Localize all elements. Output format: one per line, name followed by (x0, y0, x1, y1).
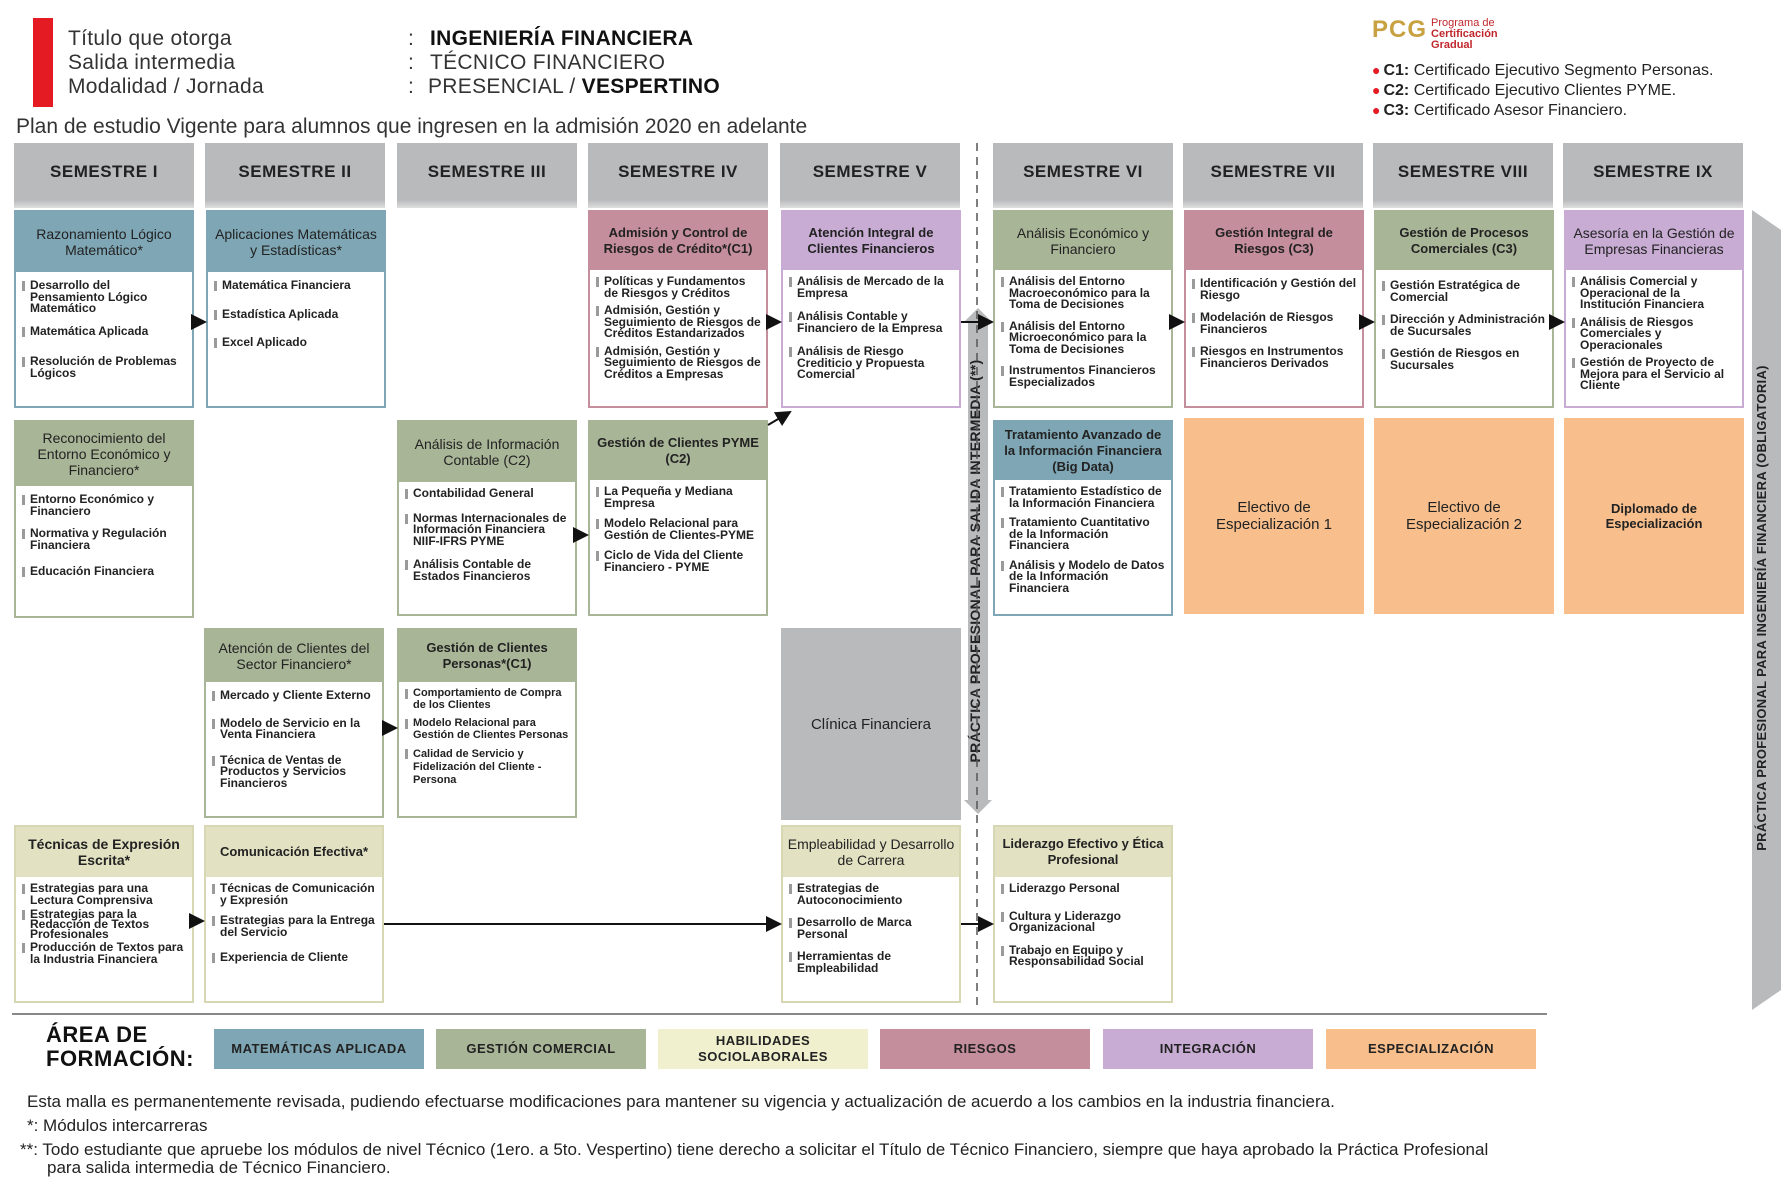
module-asesoria-gestion: Asesoría en la Gestión de Empresas Finan… (1564, 210, 1744, 408)
module-analisis-economico: Análisis Económico y Financiero Análisis… (993, 210, 1173, 408)
label-modalidad: Modalidad / Jornada (68, 75, 264, 98)
semester-header-8: SEMESTRE VIII (1373, 143, 1553, 208)
module-razonamiento-logico: Razonamiento Lógico Matemático* Desarrol… (14, 210, 194, 408)
practica-intermedia-band (968, 320, 988, 800)
semester-header-2: SEMESTRE II (205, 143, 385, 208)
semester-header-6: SEMESTRE VI (993, 143, 1173, 208)
footer-note-titulo-cont: para salida intermedia de Técnico Financ… (47, 1158, 391, 1177)
legend-especializacion: ESPECIALIZACIÓN (1326, 1029, 1536, 1069)
legend-integracion: INTEGRACIÓN (1103, 1029, 1313, 1069)
legend-divider (12, 1013, 1547, 1015)
bullet-icon: ● (1372, 102, 1381, 118)
elective-1: Electivo de Especialización 1 (1184, 418, 1364, 614)
module-gestion-procesos-comerciales: Gestión de Procesos Comerciales (C3) Ges… (1374, 210, 1554, 408)
elective-2: Electivo de Especialización 2 (1374, 418, 1554, 614)
diplomado: Diplomado de Especialización (1564, 418, 1744, 614)
colon: : (408, 51, 414, 74)
cert-c1: ●C1: Certificado Ejecutivo Segmento Pers… (1372, 62, 1714, 79)
practica-final-band (1752, 210, 1781, 1010)
module-reconocimiento-entorno: Reconocimiento del Entorno Económico y F… (14, 420, 194, 618)
module-empleabilidad: Empleabilidad y Desarrollo de Carrera Es… (781, 825, 961, 1003)
semester-header-9: SEMESTRE IX (1563, 143, 1743, 208)
module-big-data: Tratamiento Avanzado de la Información F… (993, 420, 1173, 616)
label-salida: Salida intermedia (68, 51, 236, 74)
module-tecnicas-expresion: Técnicas de Expresión Escrita* Estrategi… (14, 825, 194, 1003)
semester-header-3: SEMESTRE III (397, 143, 577, 208)
module-aplicaciones-matematicas: Aplicaciones Matemáticas y Estadísticas*… (206, 210, 386, 408)
module-gestion-integral-riesgos: Gestión Integral de Riesgos (C3) Identif… (1184, 210, 1364, 408)
footer-note-titulo: **: Todo estudiante que apruebe los módu… (20, 1140, 1489, 1159)
header-accent-bar (33, 18, 53, 107)
footer-note-intercarreras: *: Módulos intercarreras (27, 1116, 208, 1135)
bullet-icon: ● (1372, 82, 1381, 98)
module-gestion-clientes-personas: Gestión de Clientes Personas*(C1) Compor… (397, 628, 577, 818)
legend-riesgos: RIESGOS (880, 1029, 1090, 1069)
module-analisis-informacion-contable: Análisis de Información Contable (C2) Co… (397, 420, 577, 616)
module-atencion-integral: Atención Integral de Clientes Financiero… (781, 210, 961, 408)
pcg-logo-text: PCG (1372, 16, 1428, 43)
connector-arrows (189, 143, 1565, 1010)
bullet-icon: ● (1372, 62, 1381, 78)
module-gestion-clientes-pyme: Gestión de Clientes PYME (C2) La Pequeña… (588, 420, 768, 616)
cert-c3: ●C3: Certificado Asesor Financiero. (1372, 102, 1628, 119)
semester-header-7: SEMESTRE VII (1183, 143, 1363, 208)
colon: : (408, 27, 414, 50)
footer-note-revision: Esta malla es permanentemente revisada, … (27, 1092, 1335, 1111)
label-titulo: Título que otorga (68, 27, 232, 50)
cert-c2: ●C2: Certificado Ejecutivo Clientes PYME… (1372, 82, 1677, 99)
semester-header-5: SEMESTRE V (780, 143, 960, 208)
value-titulo: INGENIERÍA FINANCIERA (430, 27, 694, 50)
value-salida: TÉCNICO FINANCIERO (430, 51, 666, 74)
module-atencion-clientes-sector: Atención de Clientes del Sector Financie… (204, 628, 384, 818)
module-comunicacion-efectiva: Comunicación Efectiva* Técnicas de Comun… (204, 825, 384, 1003)
semester-header-4: SEMESTRE IV (588, 143, 768, 208)
semester-header-1: SEMESTRE I (14, 143, 194, 208)
legend-gestion-comercial: GESTIÓN COMERCIAL (436, 1029, 646, 1069)
colon: : (408, 75, 414, 98)
band-arrow-down-icon (964, 800, 992, 814)
module-riesgos-credito: Admisión y Control de Riesgos de Crédito… (588, 210, 768, 408)
plan-title: Plan de estudio Vigente para alumnos que… (16, 115, 808, 138)
legend-matematicas: MATEMÁTICAS APLICADA (214, 1029, 424, 1069)
module-liderazgo-efectivo: Liderazgo Efectivo y Ética Profesional L… (993, 825, 1173, 1003)
value-modalidad: PRESENCIAL / VESPERTINO (428, 75, 721, 98)
legend-habilidades: HABILIDADES SOCIOLABORALES (658, 1029, 868, 1069)
clinica-financiera: Clínica Financiera (781, 628, 961, 820)
